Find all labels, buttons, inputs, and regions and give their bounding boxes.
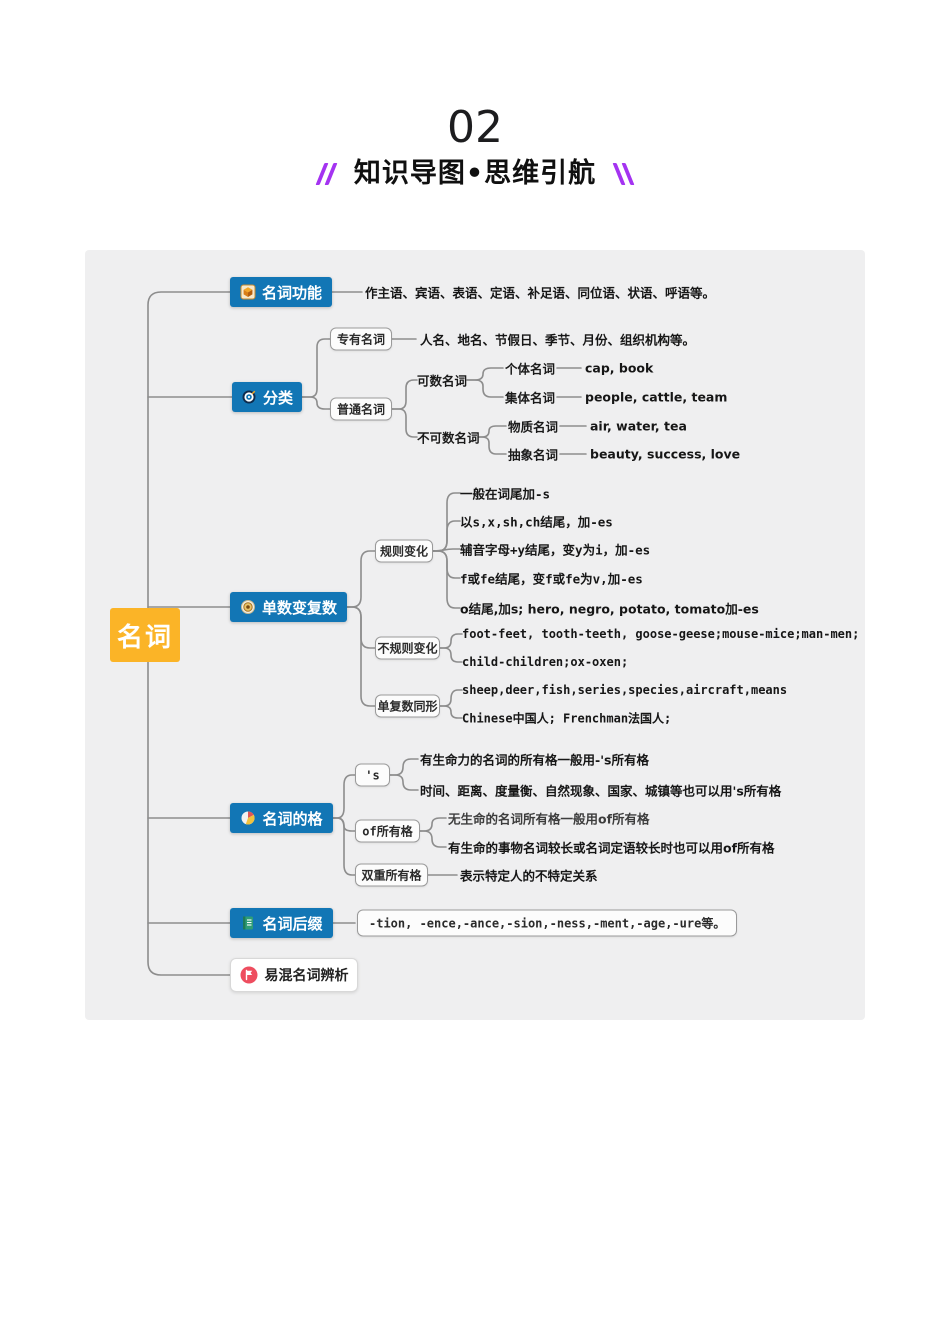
branch-label: 名词后缀 (262, 914, 323, 933)
branch-noun-function: 名词功能 (230, 277, 332, 307)
branch-singular-to-plural: 单数变复数 (230, 592, 347, 622)
connector-lines (147, 291, 587, 976)
left-slashes-decoration (315, 162, 338, 186)
branch-noun-case: 名词的格 (230, 803, 333, 833)
same-form-examples-1: sheep,deer,fish,series,species,aircraft,… (462, 683, 788, 697)
node-individual-noun: 个体名词 (505, 361, 556, 377)
branch-classification: 分类 (232, 382, 302, 412)
branch-confusable-nouns: 易混名词辨析 (230, 958, 358, 992)
regular-rule-1: 一般在词尾加-s (460, 486, 551, 502)
branch-label: 易混名词辨析 (264, 968, 349, 984)
same-form-examples-2: Chinese中国人; Frenchman法国人; (462, 711, 672, 726)
material-noun-examples: air, water, tea (590, 418, 687, 434)
section-number-row: 02 (0, 102, 950, 153)
regular-rule-2: 以s,x,sh,ch结尾，加-es (460, 514, 613, 530)
right-slashes-decoration (612, 162, 635, 186)
node-collective-noun: 集体名词 (505, 390, 556, 406)
node-irregular-change: 不规则变化 (375, 636, 440, 660)
branch-label: 分类 (262, 388, 293, 407)
section-number: 02 (435, 102, 503, 153)
node-countable: 可数名词 (417, 373, 468, 389)
noun-function-desc: 作主语、宾语、表语、定语、补足语、同位语、状语、呼语等。 (365, 285, 716, 301)
node-of-possessive: of所有格 (355, 819, 420, 843)
section-title: 知识导图•思维引航 (345, 158, 605, 192)
branch-label: 单数变复数 (261, 598, 337, 617)
of-possessive-rule-1: 无生命的名词所有格一般用of所有格 (448, 811, 650, 827)
node-abstract-noun: 抽象名词 (508, 447, 559, 463)
individual-noun-examples: cap, book (585, 360, 654, 376)
node-common-noun: 普通名词 (330, 397, 392, 421)
notebook-icon (240, 915, 256, 931)
target-icon (241, 389, 257, 405)
apostrophe-s-rule-1: 有生命力的名词的所有格一般用-'s所有格 (420, 752, 649, 768)
of-possessive-rule-2: 有生命的事物名词较长或名词定语较长时也可以用of所有格 (448, 840, 775, 856)
badge-icon (240, 599, 256, 615)
node-same-form: 单复数同形 (375, 694, 440, 718)
collective-noun-examples: people, cattle, team (585, 389, 728, 405)
suffix-list-box: -tion, -ence,-ance,-sion,-ness,-ment,-ag… (357, 909, 738, 937)
pie-chart-icon (240, 810, 256, 826)
regular-rule-4: f或fe结尾，变f或fe为v,加-es (460, 571, 643, 587)
double-possessive-desc: 表示特定人的不特定关系 (460, 868, 598, 884)
node-double-possessive: 双重所有格 (355, 863, 428, 887)
flag-icon (240, 966, 258, 984)
branch-label: 名词的格 (262, 809, 323, 828)
cube-icon (240, 284, 256, 300)
abstract-noun-examples: beauty, success, love (590, 446, 741, 462)
branch-label: 名词功能 (261, 283, 322, 302)
branch-noun-suffix: 名词后缀 (230, 908, 333, 938)
mindmap-area: 名词 名词功能 作主语、宾语、表语、定语、补足语、同位语、状语、呼语等。 分类 … (85, 250, 865, 1020)
irregular-examples-1: foot-feet, tooth-teeth, goose-geese;mous… (462, 627, 860, 641)
node-uncountable: 不可数名词 (417, 430, 480, 446)
regular-rule-3: 辅音字母+y结尾，变y为i，加-es (460, 542, 651, 558)
regular-rule-5: o结尾,加s; hero, negro, potato, tomato加-es (460, 601, 759, 617)
node-apostrophe-s: 's (355, 763, 390, 787)
node-proper-noun: 专有名词 (330, 327, 392, 351)
node-regular-change: 规则变化 (375, 539, 433, 563)
proper-noun-desc: 人名、地名、节假日、季节、月份、组织机构等。 (420, 332, 696, 348)
apostrophe-s-rule-2: 时间、距离、度量衡、自然现象、国家、城镇等也可以用's所有格 (420, 783, 782, 799)
node-material-noun: 物质名词 (508, 419, 559, 435)
section-title-row: 知识导图•思维引航 (0, 158, 950, 192)
root-node-noun: 名词 (110, 608, 180, 662)
irregular-examples-2: child-children;ox-oxen; (462, 655, 629, 669)
